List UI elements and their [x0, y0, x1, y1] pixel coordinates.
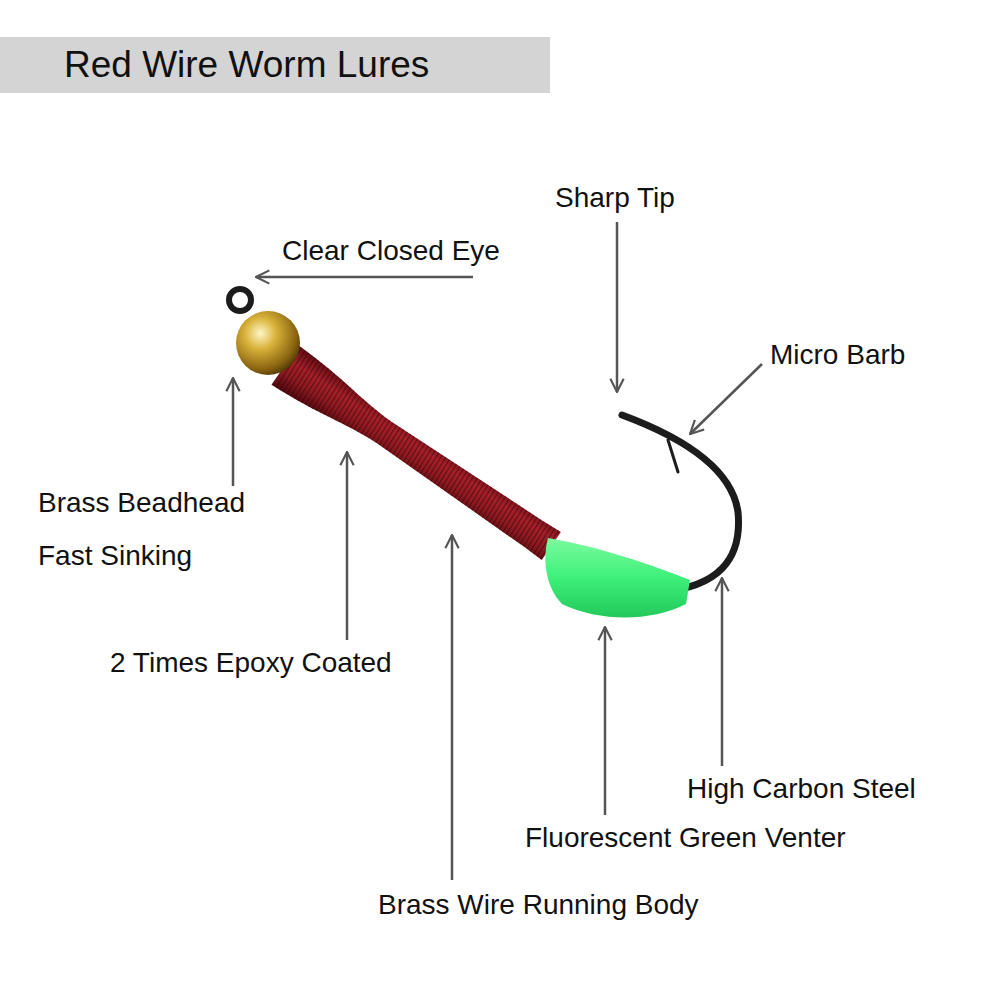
part-label: High Carbon Steel — [687, 772, 916, 806]
green-venter — [545, 538, 690, 618]
part-label: Fluorescent Green Venter — [525, 821, 846, 855]
diagram-title: Red Wire Worm Lures — [64, 43, 429, 87]
leader-lines — [233, 222, 762, 880]
part-label: Micro Barb — [770, 338, 905, 372]
leader-arrow — [232, 378, 235, 486]
wire-body — [270, 343, 566, 567]
part-label: 2 Times Epoxy Coated — [110, 646, 392, 680]
leader-arrow — [256, 276, 473, 279]
leader-arrow — [451, 535, 454, 880]
part-label: Clear Closed Eye — [282, 234, 500, 268]
micro-barb — [668, 440, 678, 472]
title-band — [0, 37, 550, 93]
part-label: Brass Wire Running Body — [378, 888, 699, 922]
wire-body-shape — [272, 345, 565, 566]
leader-arrow — [616, 222, 619, 392]
leader-arrow — [690, 364, 762, 434]
leader-arrow — [721, 578, 724, 766]
wire-wraps — [274, 346, 565, 567]
brass-bead — [236, 311, 300, 375]
part-label: Sharp Tip — [555, 181, 675, 215]
hook-eye — [229, 289, 251, 311]
leader-arrow — [604, 627, 607, 815]
part-label: Brass Beadhead Fast Sinking — [38, 476, 300, 582]
leader-arrow — [346, 452, 349, 640]
